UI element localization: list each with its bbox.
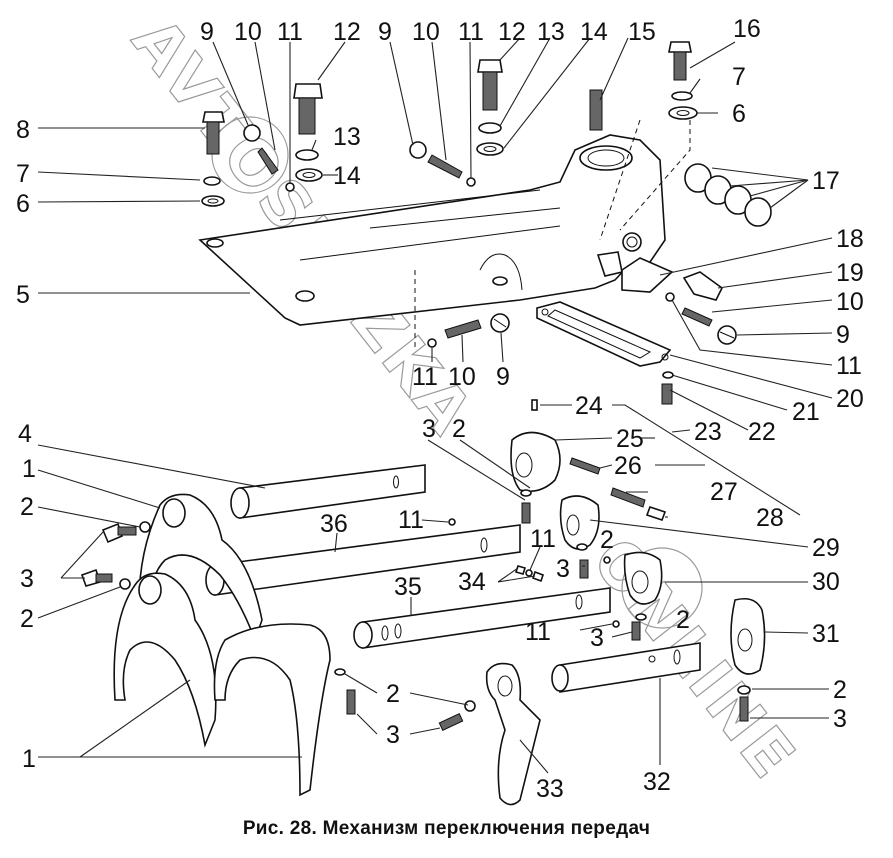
selector-heads [510, 431, 766, 675]
selector-small-parts [80, 399, 751, 731]
callout-label: 18 [836, 225, 864, 253]
callout-label: 10 [836, 288, 864, 316]
callout-label: 11 [530, 525, 556, 553]
callout-label: 11 [412, 363, 438, 391]
callout-label: 35 [394, 573, 422, 601]
shift-cover-housing [198, 119, 691, 326]
callout-label: 34 [458, 568, 486, 596]
callout-label: 33 [536, 775, 564, 803]
top-fasteners [201, 41, 698, 207]
callout-label: 26 [614, 452, 642, 480]
callout-label: 13 [537, 18, 565, 46]
callout-label: 2 [600, 526, 614, 554]
callout-label: 8 [16, 116, 30, 144]
callout-label: 3 [386, 721, 400, 749]
callout-label: 6 [16, 190, 30, 218]
callout-label: 28 [756, 504, 784, 532]
callout-label: 13 [333, 123, 361, 151]
callout-label: 9 [200, 18, 214, 46]
callout-label: 10 [412, 18, 440, 46]
leader-lines [37, 37, 833, 774]
shift-forks [113, 493, 331, 797]
callout-label: 31 [812, 620, 840, 648]
callout-label: 14 [580, 18, 608, 46]
shift-lever-33 [485, 662, 541, 806]
callout-label: 11 [277, 18, 303, 46]
callout-label: 2 [20, 605, 34, 633]
callout-label: 12 [498, 18, 526, 46]
callout-label: 3 [556, 555, 570, 583]
callout-label: 15 [628, 18, 656, 46]
callout-label: 3 [20, 565, 34, 593]
callout-label: 30 [812, 568, 840, 596]
figure-caption: Рис. 28. Механизм переключения передач [242, 818, 651, 839]
callout-label: 24 [575, 392, 603, 420]
callout-label: 6 [732, 100, 746, 128]
callout-label: 25 [616, 425, 644, 453]
callout-label: 20 [836, 385, 864, 413]
callout-label: 29 [812, 534, 840, 562]
callout-label: 17 [812, 167, 840, 195]
callout-label: 21 [792, 398, 820, 426]
callout-label: 9 [496, 363, 510, 391]
right-small-parts [661, 271, 737, 405]
callout-label: 11 [525, 618, 551, 646]
callout-label: 4 [18, 420, 32, 448]
callout-label: 27 [710, 478, 738, 506]
callout-label: 11 [398, 506, 424, 534]
callout-label: 23 [694, 418, 722, 446]
callout-label: 11 [836, 352, 862, 380]
callout-label: 32 [643, 768, 671, 796]
center-detent-parts [414, 270, 510, 350]
callout-label: 3 [422, 415, 436, 443]
callout-label: 2 [676, 606, 690, 634]
callout-label: 36 [320, 510, 348, 538]
callout-label: 3 [833, 705, 847, 733]
callout-label: 5 [16, 281, 30, 309]
watermark-ring [621, 547, 703, 629]
shafts [205, 464, 701, 693]
callout-label: 10 [234, 18, 262, 46]
callout-label: 16 [733, 15, 761, 43]
callout-label: 10 [448, 363, 476, 391]
callout-label: 12 [333, 18, 361, 46]
callout-label: 1 [22, 745, 36, 773]
cover-plate-gasket [536, 301, 672, 367]
callout-label: 2 [20, 493, 34, 521]
callout-label: 9 [836, 321, 850, 349]
callout-label: 7 [16, 160, 30, 188]
callout-label: 2 [833, 676, 847, 704]
callout-label: 19 [836, 259, 864, 287]
callout-label: 14 [333, 162, 361, 190]
watermark-at-circle [211, 116, 289, 194]
callout-labels: 9 10 11 12 9 10 11 12 13 14 15 16 8 13 7… [16, 15, 864, 803]
callout-label: 7 [732, 63, 746, 91]
callout-label: 9 [378, 18, 392, 46]
plugs-17 [684, 163, 772, 227]
callout-label: 3 [590, 624, 604, 652]
callout-label: 1 [22, 455, 36, 483]
callout-label: 22 [748, 418, 776, 446]
callout-label: 2 [386, 680, 400, 708]
callout-label: 2 [452, 415, 466, 443]
callout-label: 11 [458, 18, 484, 46]
